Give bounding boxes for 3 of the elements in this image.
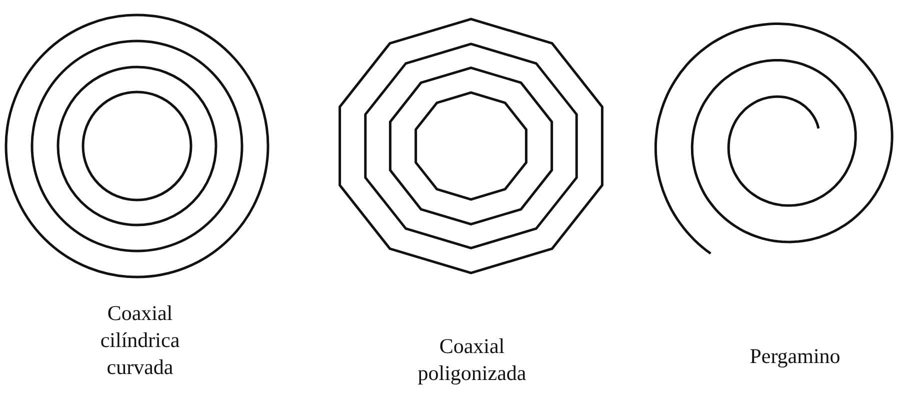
caption: Coaxial poligonizada (416, 333, 528, 387)
caption: Coaxial cilíndrica curvada (99, 300, 181, 381)
caption: Pergamino (748, 343, 842, 370)
